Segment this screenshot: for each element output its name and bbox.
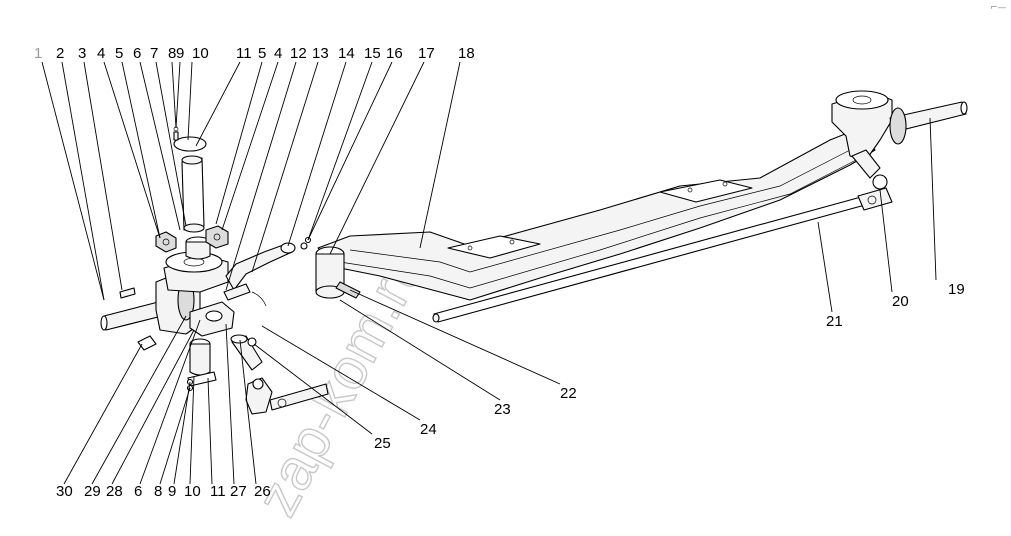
callout-label-23: 23 [494, 401, 511, 418]
ball-pin [230, 334, 263, 371]
callout-label-10: 10 [184, 483, 201, 500]
callout-label-27: 27 [230, 483, 247, 500]
callout-label-19: 19 [948, 281, 965, 298]
steering-arm [223, 242, 296, 307]
callout-label-13: 13 [312, 45, 329, 62]
callout-label-21: 21 [826, 313, 843, 330]
callout-label-5: 5 [258, 45, 266, 62]
leader-lines [41, 61, 937, 485]
callout-label-1: 1 [34, 45, 42, 62]
callout-label-20: 20 [892, 293, 909, 310]
callout-label-10: 10 [192, 45, 209, 62]
small-bolt [119, 287, 136, 299]
callout-label-26: 26 [254, 483, 271, 500]
callout-label-7: 7 [150, 45, 158, 62]
lower-bushing [187, 338, 217, 387]
callout-label-9: 9 [176, 45, 184, 62]
callout-label-30: 30 [56, 483, 73, 500]
callout-label-8: 8 [168, 45, 176, 62]
callout-label-4: 4 [97, 45, 105, 62]
pin-30 [137, 335, 157, 351]
callout-label-15: 15 [364, 45, 381, 62]
kingpin [181, 155, 205, 233]
callout-label-16: 16 [386, 45, 403, 62]
right-nut [205, 225, 229, 249]
callout-label-22: 22 [560, 385, 577, 402]
corner-mark: ⌐— [990, 3, 1007, 13]
callout-label-29: 29 [84, 483, 101, 500]
callout-label-17: 17 [418, 45, 435, 62]
tie-rod-end [245, 377, 329, 415]
callout-label-8: 8 [154, 483, 162, 500]
left-nut [155, 231, 177, 253]
side-labels: 19 20 21 22 23 24 25 [374, 281, 965, 452]
callout-label-14: 14 [338, 45, 355, 62]
callout-label-24: 24 [420, 421, 437, 438]
right-steering-knuckle [831, 90, 968, 190]
callout-label-6: 6 [134, 483, 142, 500]
callout-label-4: 4 [274, 45, 282, 62]
callout-label-11: 11 [210, 483, 226, 500]
callout-label-3: 3 [78, 45, 86, 62]
callout-label-2: 2 [56, 45, 64, 62]
callout-label-25: 25 [374, 435, 391, 452]
top-cover [173, 126, 207, 152]
left-beam-end [315, 246, 361, 299]
callout-label-12: 12 [290, 45, 307, 62]
tie-rod [432, 187, 893, 323]
callout-label-6: 6 [133, 45, 141, 62]
callout-label-9: 9 [168, 483, 176, 500]
callout-label-11: 11 [236, 45, 252, 62]
callout-label-5: 5 [115, 45, 123, 62]
callout-label-18: 18 [458, 45, 475, 62]
callout-label-28: 28 [106, 483, 123, 500]
upper-bushing [185, 236, 211, 260]
